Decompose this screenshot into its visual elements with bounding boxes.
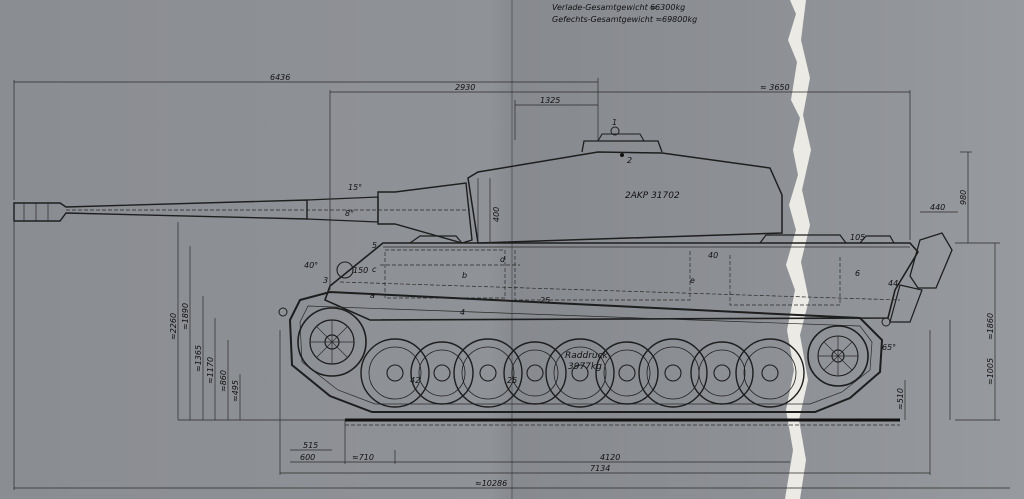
- dim-rear-1860: ≈1860: [986, 313, 995, 340]
- turret-code-label: 2AKP 31702: [625, 191, 680, 201]
- dim-front-600: 600: [300, 453, 315, 462]
- callout-c: c: [372, 265, 377, 274]
- dim-25b: 25: [540, 296, 550, 305]
- callout-2: 2: [627, 156, 632, 165]
- dim-track-contact: 4120: [600, 453, 620, 462]
- callout-a: a: [370, 291, 375, 300]
- road-wheel-inner: [595, 341, 659, 405]
- dim-turret-height: 980: [959, 190, 968, 205]
- dim-idler-offset: ≈710: [352, 453, 374, 462]
- dim-rear-510: ≈510: [896, 388, 905, 410]
- callout-1: 1: [612, 118, 617, 127]
- combat-weight-label: Gefechts-Gesamtgewicht ≈: [552, 15, 662, 24]
- road-wheel-inner: [503, 341, 567, 405]
- drive-sprocket: [297, 307, 367, 377]
- wheel-load-label: Raddruck: [565, 351, 609, 361]
- dim-105: 105: [850, 233, 865, 242]
- turret: [467, 126, 783, 244]
- road-wheel-outer: [453, 338, 523, 408]
- dimension-lines: [13, 78, 1010, 490]
- dim-height-2260: ≈2260: [169, 313, 178, 340]
- loading-weight-value: 66300kg: [650, 3, 685, 12]
- road-wheel-outer: [360, 338, 430, 408]
- angle-65: 65°: [882, 343, 896, 352]
- depression-angle: 8°: [345, 209, 354, 218]
- dim-rear-440: 440: [930, 203, 945, 212]
- wheel-load-value: 3977kg: [568, 362, 602, 372]
- callout-d: d: [500, 255, 506, 264]
- dim-overall-length: ≈10286: [475, 479, 507, 488]
- dim-height-495: ≈495: [231, 380, 240, 402]
- road-wheel-outer: [638, 338, 708, 408]
- dim-front-515: 515: [303, 441, 318, 450]
- dim-42: 42: [410, 376, 420, 385]
- dim-44: 44: [888, 279, 898, 288]
- road-wheel-outer: [735, 338, 805, 408]
- callout-5: 5: [372, 241, 377, 250]
- dim-40: 40: [708, 251, 718, 260]
- dim-height-1890: ≈1890: [181, 303, 190, 330]
- road-wheel-outer: [545, 338, 615, 408]
- callout-3: 3: [323, 276, 328, 285]
- dim-25: 25: [507, 376, 517, 385]
- dim-hull-length: 7134: [590, 464, 610, 473]
- dim-turret-pos: 2930: [455, 83, 475, 92]
- dim-turret-400: 400: [492, 207, 501, 222]
- combat-weight-value: 69800kg: [662, 15, 697, 24]
- callout-b: b: [462, 271, 467, 280]
- dim-height-860: ≈860: [219, 370, 228, 392]
- dim-rear-1005: ≈1005: [986, 358, 995, 385]
- angle-40: 40°: [304, 261, 318, 270]
- elevation-angle: 15°: [348, 183, 362, 192]
- dim-hull-right: ≈ 3650: [760, 83, 790, 92]
- dim-height-1365: ≈1365: [194, 345, 203, 372]
- idler-wheel: [807, 325, 869, 387]
- angle-150: 150: [353, 266, 368, 275]
- callout-e: e: [690, 276, 695, 285]
- running-gear: [278, 290, 891, 413]
- road-wheels: [360, 338, 805, 408]
- paper-tear: [785, 0, 811, 499]
- dim-height-1170: ≈1170: [206, 357, 215, 384]
- callout-6: 6: [855, 269, 860, 278]
- road-wheel-inner: [410, 341, 474, 405]
- gun-barrel: [13, 182, 473, 244]
- callout-4: 4: [460, 308, 465, 317]
- dim-turret-ring: 1325: [540, 96, 560, 105]
- loading-weight-label: Verlade-Gesamtgewicht ≈: [552, 3, 657, 12]
- dim-gun-overhang: 6436: [270, 73, 290, 82]
